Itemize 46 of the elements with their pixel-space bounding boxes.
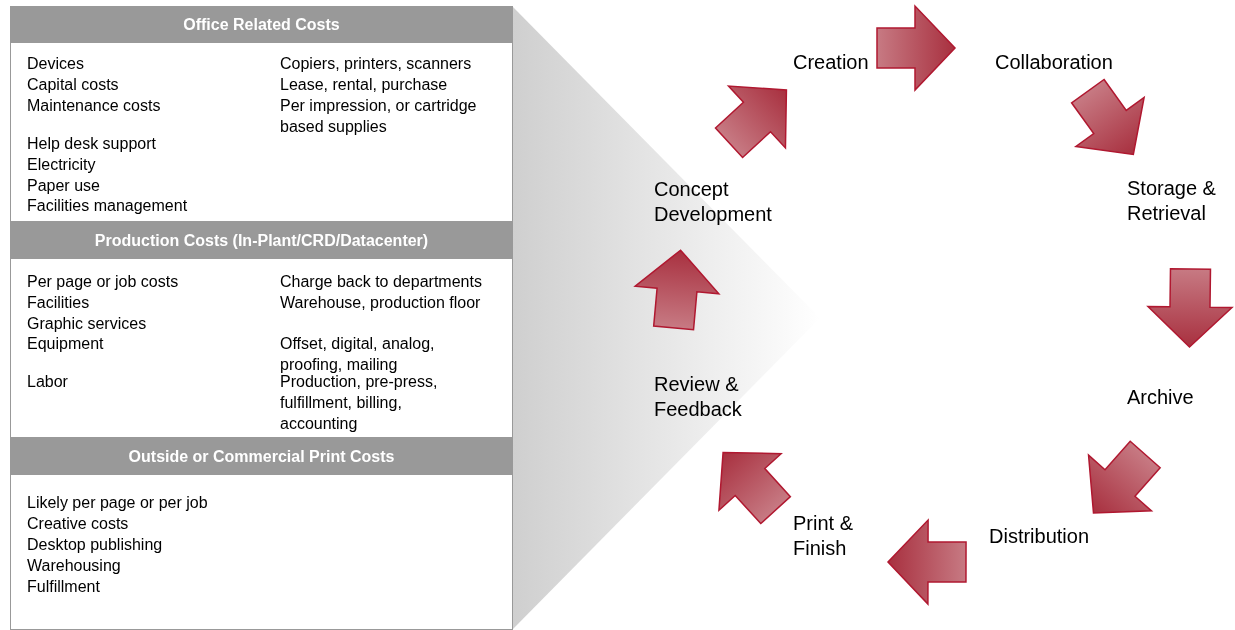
cost-section [10,438,513,630]
block-arrow [718,451,792,525]
cost-section [10,222,513,438]
section-header: Outside or Commercial Print Costs [11,439,512,475]
cost-item: Equipment [27,334,104,354]
block-arrow [876,4,957,92]
cost-item: Labor [27,372,68,392]
cost-item: Lease, rental, purchase [280,75,448,95]
cost-item: Warehousing [27,556,121,576]
cost-item: Maintenance costs [27,96,161,116]
section-header: Office Related Costs [11,7,512,43]
cost-item: Per page or job costs [27,272,179,292]
cost-item: Warehouse, production floor [280,293,481,313]
stage-label: Collaboration [995,50,1165,75]
stage-label: Creation [793,50,953,75]
cost-item: Per impression, or cartridge based supplies [280,96,478,137]
cost-item: Graphic services [27,314,147,334]
stage-label: Archive [1127,385,1227,410]
cost-item: Likely per page or per job [27,493,208,513]
cost-item: Facilities [27,293,90,313]
block-arrow [633,249,721,331]
block-arrow [886,518,967,606]
block-arrow [1087,440,1162,514]
cost-item: Fulfillment [27,577,100,597]
cost-item: Facilities management [27,196,188,216]
block-arrow [714,85,788,159]
cost-item: Copiers, printers, scanners [280,54,472,74]
cost-item: Devices [27,54,84,74]
stage-label: Print & Finish [793,511,868,561]
stage-label: Concept Development [654,177,789,227]
block-arrow [1070,78,1146,156]
stage-label: Review & Feedback [654,372,754,422]
cost-item: Offset, digital, analog, proofing, mailing [280,334,436,375]
cost-item: Charge back to departments [280,272,482,292]
cost-item: Desktop publishing [27,535,163,555]
cost-item: Help desk support [27,134,156,154]
block-arrow [1146,268,1234,349]
cost-section [10,6,513,222]
cost-item: Production, pre-press, fulfillment, billing, accounting [280,373,439,434]
cost-item: Capital costs [27,75,119,95]
cost-item: Creative costs [27,514,129,534]
stage-label: Storage & Retrieval [1127,176,1232,226]
stage-label: Distribution [989,524,1119,549]
section-header: Production Costs (In-Plant/CRD/Datacenter) [11,223,512,259]
cost-item: Electricity [27,155,96,175]
cost-item: Paper use [27,176,100,196]
